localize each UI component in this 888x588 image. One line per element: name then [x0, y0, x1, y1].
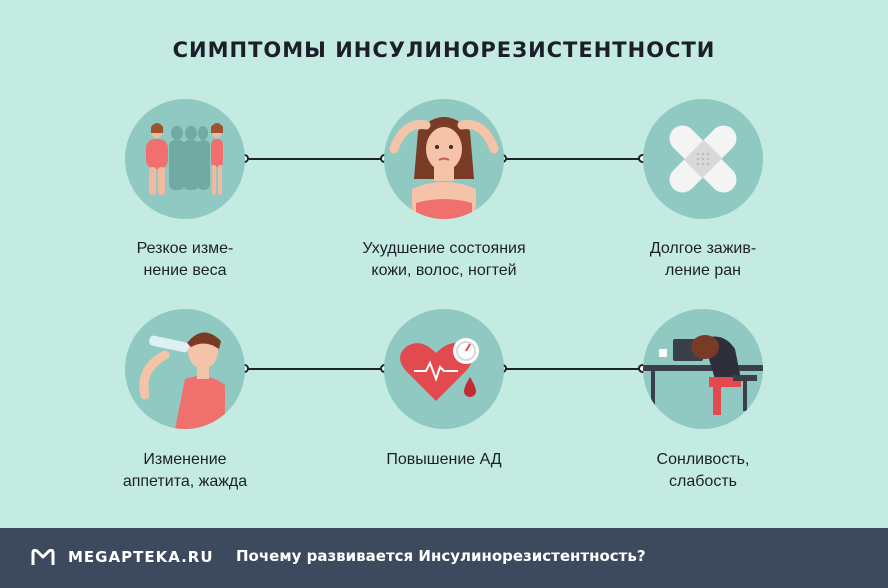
drinking-water-icon [125, 309, 245, 429]
sleepy-person-icon [643, 309, 763, 429]
connector-line [503, 368, 643, 370]
footer-question[interactable]: Почему развивается Инсулинорезистентност… [236, 547, 646, 565]
bandage-icon [643, 99, 763, 219]
symptom-caption: Повышение АД [386, 451, 502, 468]
symptom-caption: Сонливость,слабость [656, 451, 750, 490]
connector-line [245, 368, 385, 370]
brand-logo-icon [31, 548, 55, 565]
connector-line [245, 158, 385, 160]
blood-pressure-icon [384, 309, 504, 429]
page-title: СИМПТОМЫ ИНСУЛИНОРЕЗИСТЕНТНОСТИ [172, 38, 716, 62]
footer-bar: MEGAPTEKA.RU Почему развивается Инсулино… [0, 528, 888, 588]
hair-skin-icon [384, 99, 504, 219]
symptom-caption: Резкое изме-нение веса [136, 240, 234, 279]
weight-change-icon [125, 99, 245, 219]
connector-line [503, 158, 643, 160]
brand-name[interactable]: MEGAPTEKA.RU [68, 548, 214, 566]
symptom-caption: Долгое зажив-ление ран [649, 240, 757, 279]
